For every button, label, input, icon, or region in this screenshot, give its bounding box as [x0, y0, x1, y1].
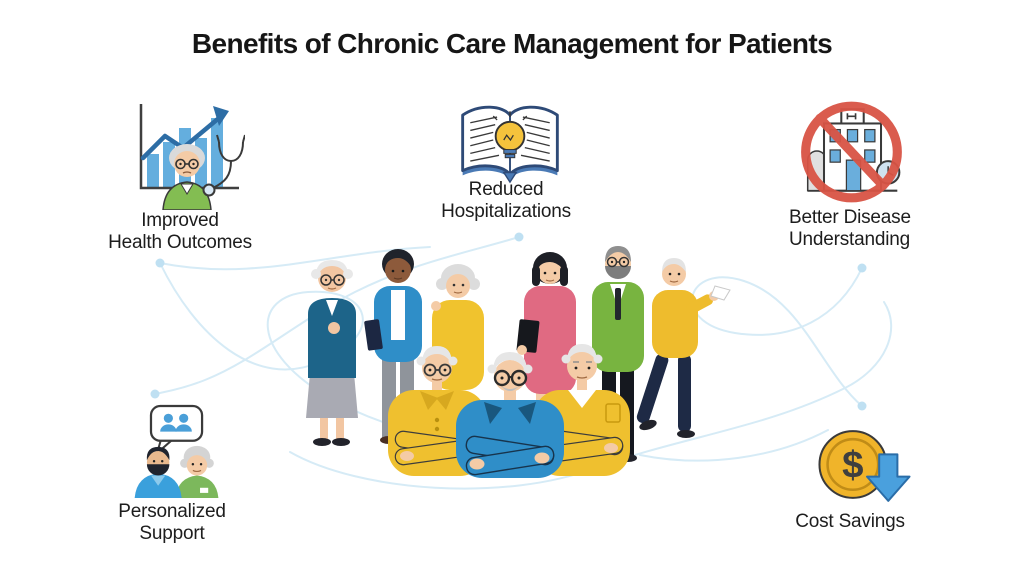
label-line: Improved: [141, 210, 219, 231]
crossed-out-hospital-icon: [801, 101, 902, 203]
senior-woman-patient: [175, 445, 219, 498]
benefit-label-reduced-hospitalizations: Reduced Hospitalizations: [406, 179, 606, 224]
person-senior-man-blue-shirt-round-glasses: [456, 352, 564, 478]
label-line: Reduced: [468, 179, 544, 200]
person-senior-woman-teal-blazer: [306, 260, 358, 446]
person-senior-man-yellow-sweater-walking: [636, 258, 731, 438]
label-line: Support: [139, 523, 205, 545]
trend-up-arrow: [140, 106, 229, 161]
label-line: Personalized: [118, 501, 226, 522]
prohibition-sign: [801, 101, 902, 203]
dollar-coin-down-arrow-icon: $: [818, 430, 911, 502]
benefit-label-personalized-support: Personalized Support: [92, 501, 252, 546]
benefit-label-better-disease-understanding: Better Disease Understanding: [789, 207, 959, 252]
senior-patient-face: [162, 144, 212, 210]
label-line: Health Outcomes: [108, 232, 252, 254]
health-trend-chart-stethoscope-icon: [139, 104, 245, 210]
lightbulb: [492, 111, 528, 159]
open-book-lightbulb-icon: [461, 105, 559, 184]
benefit-label-improved-health-outcomes: Improved Health Outcomes: [95, 210, 265, 255]
label-line: Hospitalizations: [441, 201, 571, 223]
caregiver-man: [134, 446, 182, 498]
down-arrow: [866, 453, 911, 502]
person-woman-blue-jacket-book: [364, 249, 422, 444]
label-line: Better Disease: [789, 207, 911, 228]
caregiver-patient-chat-icon: [134, 404, 219, 498]
label-line: Understanding: [789, 229, 910, 251]
dollar-sign: $: [842, 444, 863, 487]
connector-dots: [150, 232, 867, 411]
page-title: Benefits of Chronic Care Management for …: [191, 28, 833, 59]
label-line: Cost Savings: [795, 511, 905, 532]
benefit-label-cost-savings: Cost Savings: [770, 511, 930, 533]
speech-bubble: [149, 404, 204, 457]
senior-patients-group-illustration: [306, 246, 731, 478]
stethoscope: [202, 134, 245, 197]
person-senior-woman-yellow-dress: [431, 264, 484, 390]
